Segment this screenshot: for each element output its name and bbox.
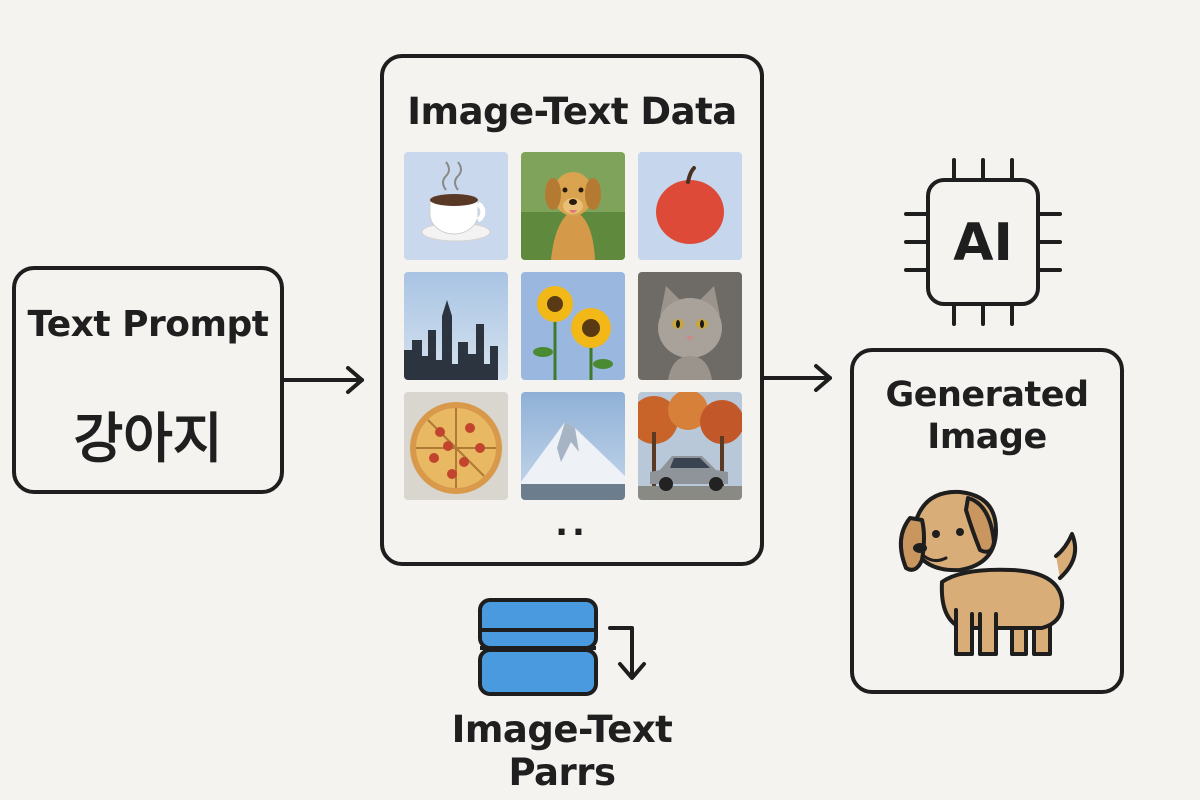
image-text-data-title: Image-Text Data [407,90,737,133]
city-skyline-thumbnail [404,272,508,380]
ai-chip-label: AI [953,213,1013,273]
database-icon [478,598,646,696]
generated-image-box: Generated Image [850,348,1124,694]
pizza-thumbnail [404,392,508,500]
generated-image-title: Generated Image [885,375,1089,457]
coffee-cup-thumbnail [404,152,508,260]
dog-illustration [898,489,1077,656]
arrow-right-icon [284,366,364,394]
sunflowers-thumbnail [521,272,625,380]
arrow-right-icon [764,364,832,392]
image-text-pairs-label: Image-Text Parrs [451,708,673,794]
image-text-data-box: Image-Text Data [380,54,764,566]
more-ellipsis: .. [555,504,589,544]
ai-chip-icon: AI [904,158,1062,326]
car-thumbnail [638,392,742,500]
apple-thumbnail [638,152,742,260]
text-prompt-title: Text Prompt [27,304,269,345]
cat-thumbnail [638,272,742,380]
text-prompt-box: Text Prompt 강아지 [12,266,284,494]
mountain-thumbnail [521,392,625,500]
prompt-text: 강아지 [73,407,223,470]
dog-thumbnail [521,152,625,260]
